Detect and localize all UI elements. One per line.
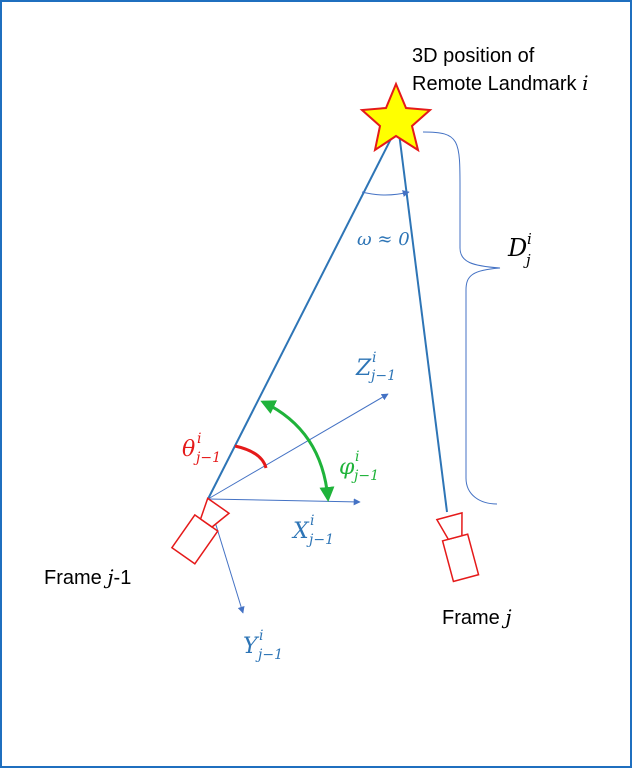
svg-text:i: i (197, 431, 201, 447)
svg-text:i: i (310, 513, 314, 529)
frame-prev-label: Frame j-1 (44, 565, 131, 589)
svg-text:i: i (259, 628, 263, 644)
distance-brace (422, 131, 501, 505)
axis-x-label: X i j−1 (291, 513, 334, 548)
svg-text:θ: θ (182, 437, 195, 462)
svg-text:D: D (507, 234, 527, 262)
axis-x (207, 498, 361, 506)
camera-frame-curr (435, 511, 480, 583)
svg-text:j: j (523, 251, 531, 269)
ray-to-frame-curr (397, 124, 448, 513)
svg-text:j−1: j−1 (368, 368, 396, 384)
theta-arc (234, 444, 268, 469)
ray-to-frame-prev (207, 124, 399, 500)
camera-frame-prev (170, 497, 231, 565)
theta-label: θ i j−1 (182, 431, 221, 466)
omega-label: ω ≈ 0 (357, 229, 410, 250)
landmark-label-line1: 3D position of (412, 45, 535, 67)
distance-label: D i j (507, 230, 532, 269)
axis-z-label: Z i j−1 (355, 350, 396, 384)
svg-text:i: i (355, 449, 359, 465)
svg-text:i: i (372, 350, 376, 366)
phi-arc (260, 400, 335, 502)
svg-text:i: i (527, 230, 532, 248)
svg-text:Z: Z (355, 356, 372, 381)
landmark-star-icon (359, 81, 433, 153)
landmark-label-line2: Remote Landmark i (412, 71, 588, 95)
svg-text:j−1: j−1 (306, 532, 334, 548)
svg-text:j−1: j−1 (351, 468, 379, 484)
phi-label: φ i j−1 (339, 449, 379, 484)
svg-text:j−1: j−1 (255, 647, 283, 663)
svg-text:X: X (291, 519, 310, 544)
svg-text:φ: φ (339, 455, 355, 480)
svg-text:j−1: j−1 (193, 450, 221, 466)
axis-y-label: Y i j−1 (243, 628, 283, 663)
omega-arc (361, 190, 410, 197)
svg-text:Y: Y (243, 634, 260, 659)
frame-curr-label: Frame j (442, 605, 512, 629)
